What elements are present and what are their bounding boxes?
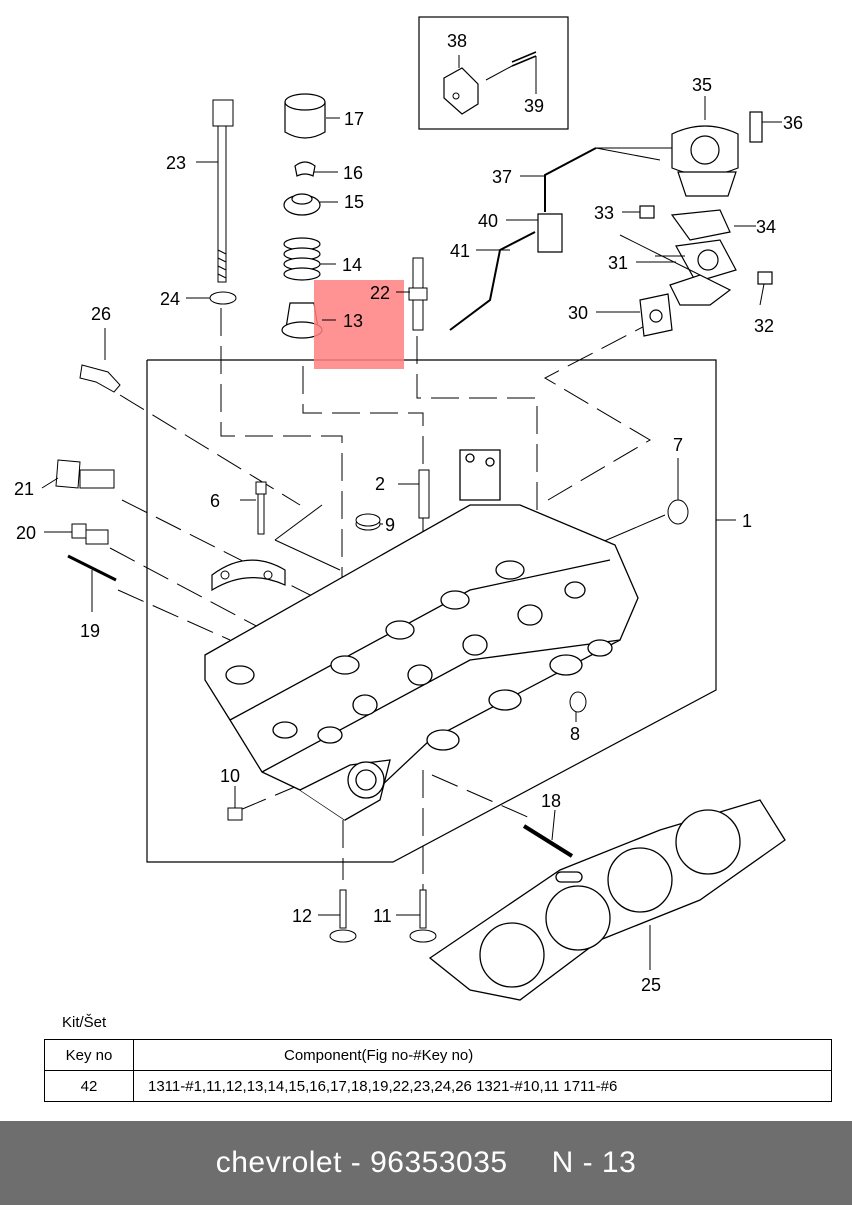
hose-41 [449,231,536,331]
callout-12: 12 [292,906,312,926]
header-key-no: Key no [44,1039,134,1071]
valve-12-head [329,929,357,943]
spring-14 [283,237,321,281]
callout-23: 23 [166,153,186,173]
head-bolt-23 [212,99,234,283]
dowel-2 [418,469,430,519]
valve-11-head [409,929,437,943]
footer-page: N - 13 [551,1146,637,1179]
footer-bar: chevrolet - 96353035 N - 13 [0,1121,852,1205]
plug-7 [667,499,689,525]
head-gasket-25 [428,799,786,1001]
bolt-39 [511,51,537,67]
valve-12-stem [339,889,347,929]
callout-38: 38 [447,31,467,51]
sensor-26 [79,364,121,393]
highlight-marker [314,280,404,369]
kit-table-header: Key no Component(Fig no-#Key no) [44,1039,832,1071]
callout-35: 35 [692,75,712,95]
cell-key-no: 42 [44,1070,134,1102]
stud-19 [67,554,117,582]
callout-33: 33 [594,203,614,223]
callout-22: 22 [370,283,390,303]
callout-6: 6 [210,491,220,511]
bolt-10 [227,807,243,821]
head-box [146,359,717,863]
cell-component: 1311-#1,11,12,13,14,15,16,17,18,19,22,23… [133,1070,832,1102]
header-component: Component(Fig no-#Key no) [133,1039,832,1071]
inset-box [418,16,569,130]
callout-32: 32 [754,316,774,336]
callout-10: 10 [220,766,240,786]
bolt-6 [255,481,267,535]
callout-31: 31 [608,253,628,273]
callout-30: 30 [568,303,588,323]
valve-11-stem [419,889,427,929]
gasket-34 [670,209,731,241]
callout-1: 1 [742,511,752,531]
callout-41: 41 [450,241,470,261]
callout-24: 24 [160,289,180,309]
washer-24 [209,291,237,305]
cylinder-head-exploded-diagram: 1 2 6 7 8 9 10 11 12 13 14 15 16 17 18 1… [14,16,803,1001]
callout-18: 18 [541,791,561,811]
callout-39: 39 [524,96,544,116]
callout-8: 8 [570,724,580,744]
callout-19: 19 [80,621,100,641]
fitting-20 [71,523,109,545]
callout-26: 26 [91,304,111,324]
stud-18 [522,824,574,858]
callout-17: 17 [344,109,364,129]
table-row: 42 1311-#1,11,12,13,14,15,16,17,18,19,22… [44,1070,832,1102]
cover-plate-38 [443,67,479,115]
kit-table: Key no Component(Fig no-#Key no) 42 1311… [44,1039,832,1102]
bolt-32 [757,271,773,285]
callout-40: 40 [478,211,498,231]
callout-14: 14 [342,255,362,275]
keeper-16 [294,161,316,177]
solenoid-40 [537,213,563,253]
footer-part-number: chevrolet - 96353035 [215,1146,508,1179]
callout-13: 13 [343,311,363,331]
callout-7: 7 [673,435,683,455]
callout-34: 34 [756,217,776,237]
callout-15: 15 [344,192,364,212]
pipe-37 [544,147,597,212]
callout-16: 16 [343,163,363,183]
stud-22 [408,257,428,331]
callout-9: 9 [385,515,395,535]
cylinder-head [204,449,639,821]
callout-21: 21 [14,479,34,499]
callout-11: 11 [373,906,392,926]
callout-37: 37 [492,167,512,187]
bolt-33 [639,205,655,219]
bolt-36 [749,111,763,143]
plug-8 [569,691,587,713]
callout-36: 36 [783,113,803,133]
callout-25: 25 [641,975,661,995]
sensor-21 [55,459,115,489]
seal-9 [355,513,381,531]
callout-20: 20 [16,523,36,543]
bearing-cap [211,559,286,592]
kit-title: Kit/Šet [62,1014,107,1031]
callout-2: 2 [375,474,385,494]
